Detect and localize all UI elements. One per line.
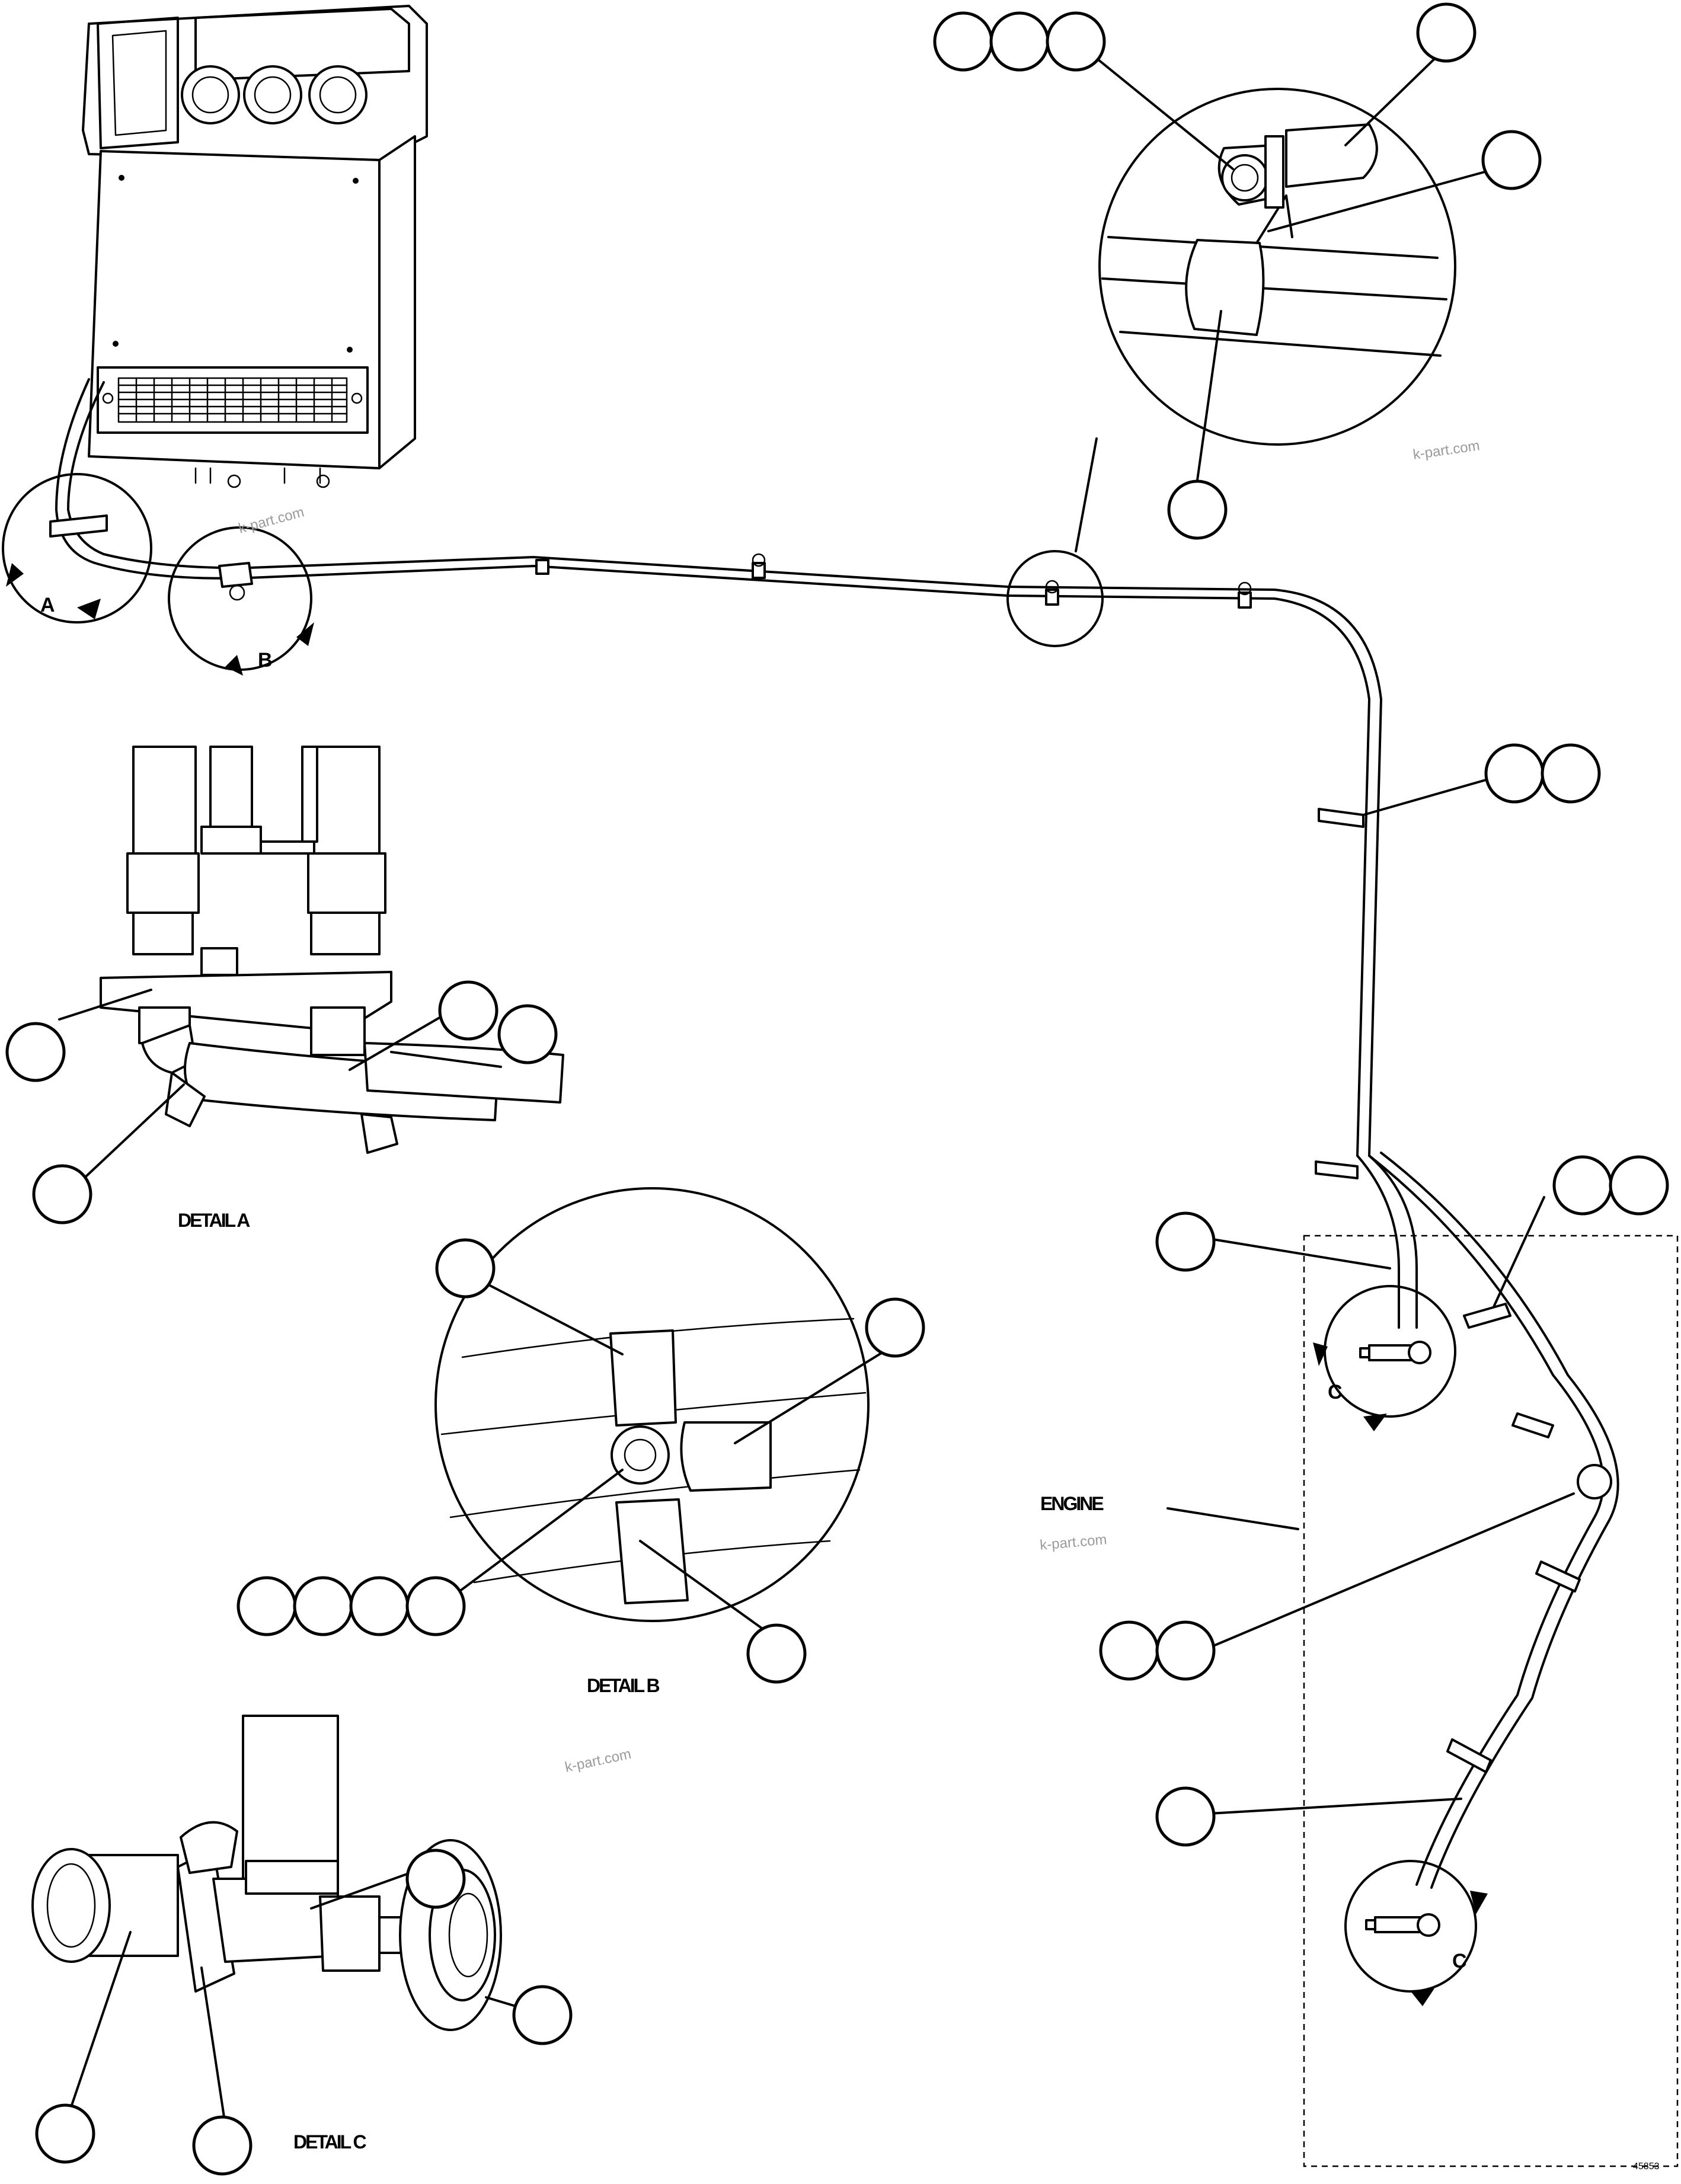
view-label-b: B — [258, 649, 273, 671]
balloon — [1099, 1620, 1159, 1681]
detail-a-caption: DETAIL A — [178, 1210, 250, 1231]
balloon — [1541, 743, 1601, 804]
balloon — [293, 1576, 353, 1636]
view-label-c-lower: C — [1452, 1950, 1467, 1972]
mag-tube-bottom — [1119, 331, 1442, 357]
balloon — [1167, 479, 1228, 540]
balloon — [1552, 1155, 1613, 1216]
balloon — [1046, 11, 1106, 72]
balloon — [1155, 1786, 1216, 1847]
leader-lines — [58, 40, 1575, 2126]
view-label-a: A — [40, 594, 55, 616]
engine-outline — [1167, 1235, 1679, 2167]
balloon — [349, 1576, 410, 1636]
detail-b-drawing — [434, 1187, 870, 1622]
callout-balloons — [5, 2, 1669, 2176]
balloon — [1481, 130, 1542, 190]
balloon — [237, 1576, 297, 1636]
balloon — [933, 11, 993, 72]
balloon — [35, 2103, 95, 2164]
balloon — [989, 11, 1050, 72]
mag-tube-top — [1107, 236, 1439, 259]
watermark: k-part.com — [1412, 437, 1481, 463]
balloon — [865, 1297, 925, 1358]
balloon — [1609, 1155, 1669, 1216]
watermark: k-part.com — [237, 504, 306, 536]
balloon — [512, 1985, 573, 2045]
view-label-c-upper: C — [1328, 1381, 1343, 1403]
detail-b-caption: DETAIL B — [587, 1675, 659, 1696]
balloon — [1155, 1211, 1216, 1272]
watermark: k-part.com — [564, 1746, 632, 1776]
balloon — [746, 1623, 807, 1684]
heater-unit — [82, 5, 428, 488]
balloon — [5, 1022, 66, 1082]
detail-a-drawing — [100, 746, 564, 1154]
balloon — [435, 1238, 496, 1299]
mag-tube-mid — [1101, 277, 1447, 300]
balloon — [405, 1576, 466, 1636]
balloon — [497, 1004, 558, 1064]
mag-leader — [1075, 437, 1098, 552]
balloon — [192, 2115, 253, 2176]
balloon — [32, 1164, 92, 1224]
balloon — [1484, 743, 1545, 804]
view-markers — [2, 473, 1488, 2006]
clamp-magnified-view — [1075, 88, 1456, 552]
watermark: k-part.com — [1039, 1531, 1107, 1553]
balloon — [1155, 1620, 1216, 1681]
detail-c-caption: DETAIL C — [293, 2131, 366, 2153]
balloon — [1416, 2, 1477, 63]
balloon — [438, 980, 498, 1041]
engine-label: ENGINE — [1040, 1493, 1104, 1514]
figure-number: 45853 — [1633, 2161, 1660, 2172]
hose-assembly — [49, 378, 1619, 1937]
balloon — [405, 1849, 466, 1909]
